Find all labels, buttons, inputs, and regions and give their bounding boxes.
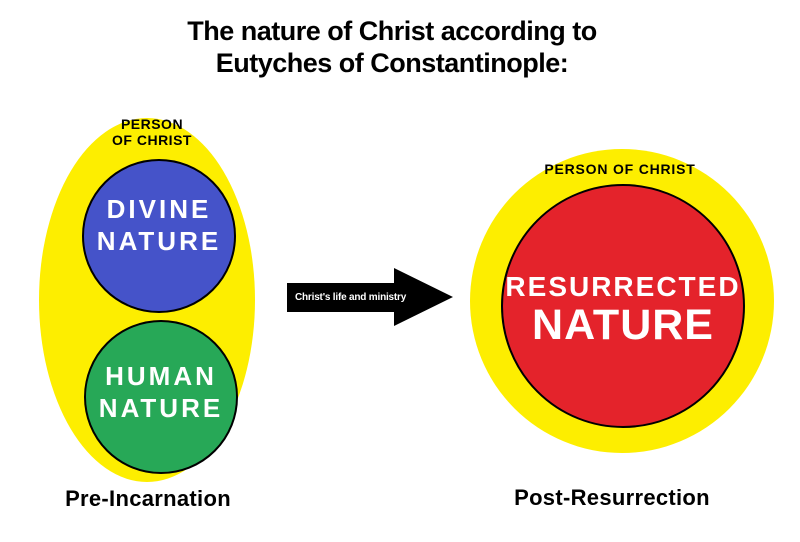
human-nature-circle: HUMAN NATURE bbox=[84, 320, 238, 474]
divine-nature-circle: DIVINE NATURE bbox=[82, 159, 236, 313]
human-nature-line2: NATURE bbox=[98, 393, 224, 423]
pre-incarnation-caption: Pre-Incarnation bbox=[65, 486, 231, 511]
divine-nature-line1: DIVINE bbox=[106, 194, 212, 225]
person-of-christ-label-pre: PERSON OF CHRIST bbox=[72, 116, 232, 148]
human-nature-line1: HUMAN bbox=[105, 361, 217, 392]
person-of-christ-label-pre-line2: OF CHRIST bbox=[112, 132, 192, 149]
ministry-arrow: Christ's life and ministry bbox=[287, 268, 453, 327]
resurrected-nature-circle: RESURRECTED NATURE bbox=[501, 184, 745, 428]
person-of-christ-label-post: PERSON OF CHRIST bbox=[544, 161, 696, 177]
arrow-head-shape bbox=[394, 268, 453, 326]
post-resurrection-caption: Post-Resurrection bbox=[514, 485, 710, 510]
divine-nature-line2: NATURE bbox=[96, 226, 222, 256]
resurrected-nature-line2: NATURE bbox=[532, 300, 714, 349]
resurrected-nature-line1: RESURRECTED bbox=[505, 271, 741, 303]
diagram-title: The nature of Christ according to Eutych… bbox=[0, 16, 784, 80]
diagram-title-line2: Eutyches of Constantinople: bbox=[215, 47, 569, 78]
diagram-title-line1: The nature of Christ according to bbox=[187, 16, 597, 46]
arrow-body-shape bbox=[287, 283, 394, 312]
ministry-arrow-label: Christ's life and ministry bbox=[295, 292, 407, 303]
person-of-christ-label-pre-line1: PERSON bbox=[120, 116, 184, 132]
